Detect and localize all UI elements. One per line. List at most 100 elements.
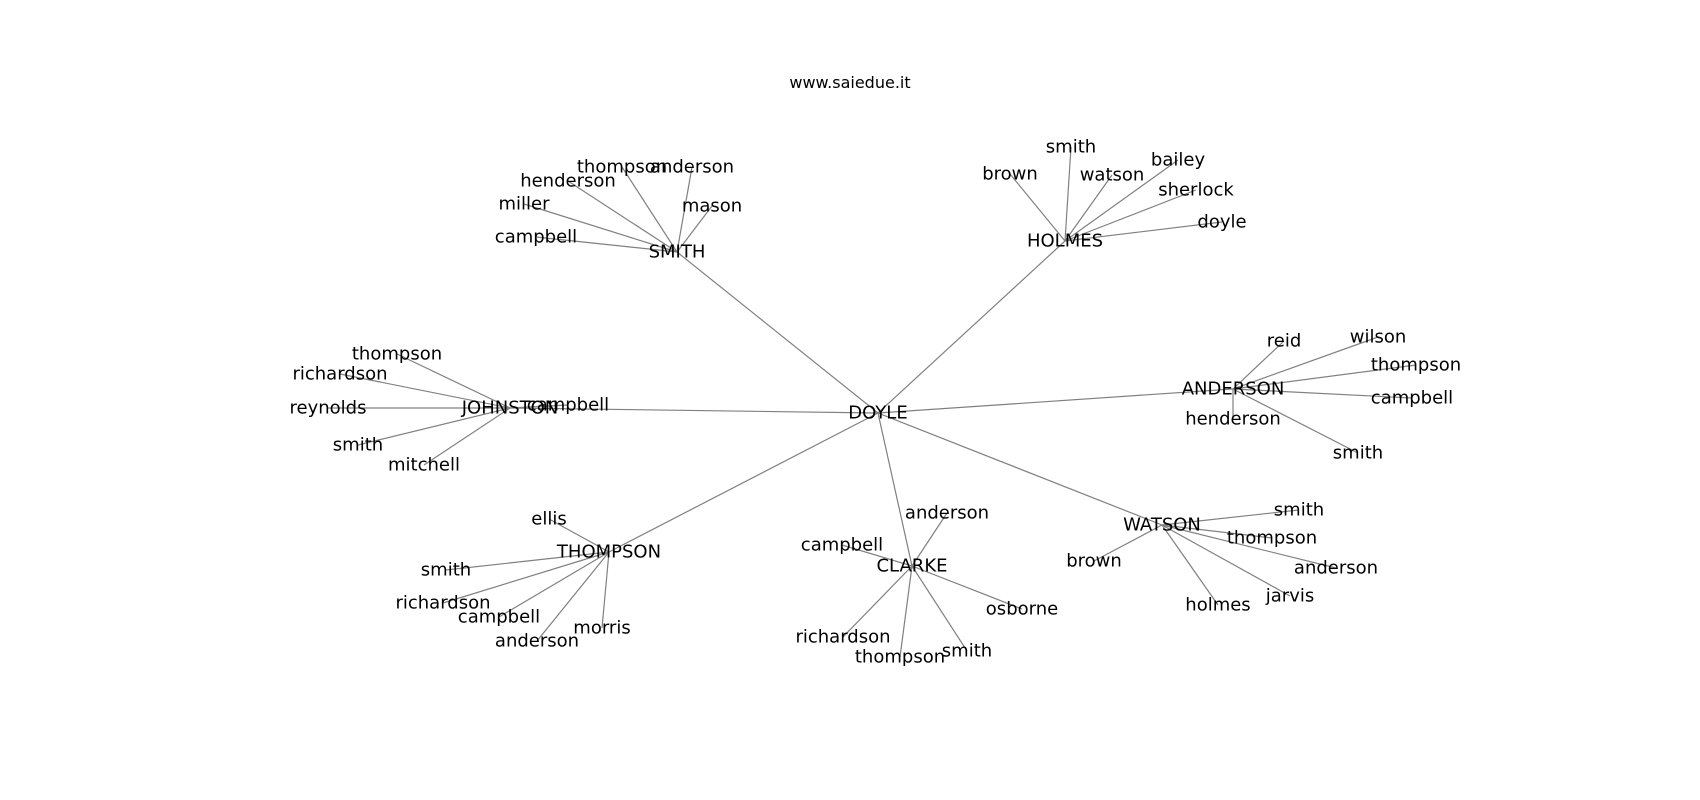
edge-layer xyxy=(328,146,1417,658)
leaf-node-anderson-reid: reid xyxy=(1267,331,1302,352)
leaf-node-holmes-bailey: bailey xyxy=(1151,150,1206,171)
hub-node-clarke: CLARKE xyxy=(876,556,947,577)
leaf-node-clarke-osborne: osborne xyxy=(986,599,1058,620)
edge-center-to-smith xyxy=(676,251,879,414)
edge-center-to-thompson xyxy=(608,412,879,553)
edge-johnston-to-richardson xyxy=(339,373,511,409)
leaf-node-smith-mason: mason xyxy=(682,196,742,217)
leaf-node-anderson-wilson: wilson xyxy=(1350,327,1407,348)
edge-thompson-to-ellis xyxy=(548,518,610,553)
edge-watson-to-smith xyxy=(1161,509,1300,526)
leaf-node-holmes-watson: watson xyxy=(1080,165,1145,186)
leaf-node-johnston-thompson: thompson xyxy=(352,344,442,365)
edge-clarke-to-richardson xyxy=(842,565,913,638)
diagram-title: www.saiedue.it xyxy=(789,73,911,92)
leaf-node-smith-thompson: thompson xyxy=(577,157,667,178)
edge-clarke-to-anderson xyxy=(911,512,948,567)
leaf-node-watson-thompson: thompson xyxy=(1227,528,1317,549)
edge-smith-to-mason xyxy=(676,205,713,253)
leaf-node-watson-holmes: holmes xyxy=(1185,595,1250,616)
edge-holmes-to-brown xyxy=(1009,173,1066,242)
leaf-node-smith-campbell: campbell xyxy=(495,227,577,248)
edge-anderson-to-smith xyxy=(1232,388,1359,454)
leaf-node-thompson-smith: smith xyxy=(421,560,471,581)
edge-thompson-to-campbell xyxy=(498,551,610,618)
leaf-node-clarke-anderson: anderson xyxy=(905,503,989,524)
edge-watson-to-jarvis xyxy=(1161,524,1291,597)
edge-anderson-to-wilson xyxy=(1232,336,1379,390)
edge-clarke-to-osborne xyxy=(911,565,1023,610)
leaf-node-johnston-mitchell: mitchell xyxy=(388,455,460,476)
leaf-node-thompson-campbell: campbell xyxy=(458,607,540,628)
label-layer: DOYLESMITHhendersonthompsonandersonmason… xyxy=(290,137,1462,668)
edge-clarke-to-thompson xyxy=(899,565,913,658)
edge-holmes-to-bailey xyxy=(1064,159,1179,242)
leaf-node-anderson-campbell: campbell xyxy=(1371,388,1453,409)
edge-anderson-to-reid xyxy=(1232,340,1285,390)
leaf-node-anderson-smith: smith xyxy=(1333,443,1383,464)
edge-center-to-watson xyxy=(877,412,1163,526)
edge-anderson-to-campbell xyxy=(1232,388,1413,399)
leaf-node-holmes-doyle: doyle xyxy=(1197,212,1246,233)
hub-node-anderson: ANDERSON xyxy=(1182,379,1285,400)
edge-thompson-to-morris xyxy=(601,551,610,629)
edge-smith-to-anderson xyxy=(676,166,693,253)
leaf-node-smith-henderson: henderson xyxy=(520,171,616,192)
edge-anderson-to-thompson xyxy=(1232,364,1417,390)
leaf-node-johnston-reynolds: reynolds xyxy=(290,398,367,419)
leaf-node-johnston-richardson: richardson xyxy=(292,364,387,385)
edge-watson-to-anderson xyxy=(1161,524,1337,569)
leaf-node-watson-brown: brown xyxy=(1066,551,1122,572)
leaf-node-clarke-thompson: thompson xyxy=(855,647,945,668)
leaf-node-anderson-henderson: henderson xyxy=(1185,409,1281,430)
leaf-node-clarke-richardson: richardson xyxy=(795,627,890,648)
edge-holmes-to-sherlock xyxy=(1064,189,1197,242)
leaf-node-thompson-richardson: richardson xyxy=(395,593,490,614)
leaf-node-thompson-ellis: ellis xyxy=(531,509,566,530)
edge-johnston-to-smith xyxy=(357,407,511,446)
edge-smith-to-thompson xyxy=(621,166,678,253)
edge-holmes-to-smith xyxy=(1064,146,1072,242)
leaf-node-holmes-brown: brown xyxy=(982,164,1038,185)
edge-smith-to-miller xyxy=(523,203,678,253)
leaf-node-smith-anderson: anderson xyxy=(650,157,734,178)
edge-center-to-holmes xyxy=(877,240,1066,414)
edge-holmes-to-doyle xyxy=(1064,221,1223,242)
leaf-node-thompson-anderson: anderson xyxy=(495,631,579,652)
edge-thompson-to-anderson xyxy=(536,551,610,642)
leaf-node-clarke-smith: smith xyxy=(942,641,992,662)
leaf-node-watson-smith: smith xyxy=(1274,500,1324,521)
leaf-node-clarke-campbell: campbell xyxy=(801,535,883,556)
edge-clarke-to-campbell xyxy=(841,544,913,567)
leaf-node-watson-jarvis: jarvis xyxy=(1265,586,1314,607)
hub-node-thompson: THOMPSON xyxy=(556,542,661,563)
edge-watson-to-thompson xyxy=(1161,524,1273,539)
leaf-node-holmes-sherlock: sherlock xyxy=(1158,180,1234,201)
edge-thompson-to-smith xyxy=(445,551,610,571)
hub-node-holmes: HOLMES xyxy=(1027,231,1103,252)
hub-node-watson: WATSON xyxy=(1123,515,1201,536)
leaf-node-smith-miller: miller xyxy=(498,194,550,215)
leaf-node-anderson-thompson: thompson xyxy=(1371,355,1461,376)
edge-johnston-to-mitchell xyxy=(423,407,511,466)
hub-node-johnston: JOHNSTON xyxy=(461,398,559,419)
leaf-node-watson-anderson: anderson xyxy=(1294,558,1378,579)
edge-watson-to-brown xyxy=(1093,524,1163,562)
edge-johnston-to-thompson xyxy=(396,353,511,409)
edge-watson-to-holmes xyxy=(1161,524,1219,606)
edge-center-to-anderson xyxy=(877,388,1234,414)
edge-johnston-to-campbell xyxy=(509,404,569,409)
edge-smith-to-henderson xyxy=(567,180,678,253)
edge-smith-to-campbell xyxy=(535,236,678,253)
leaf-node-holmes-smith: smith xyxy=(1046,137,1096,158)
edge-thompson-to-richardson xyxy=(442,551,610,604)
edge-clarke-to-smith xyxy=(911,565,968,652)
hub-node-smith: SMITH xyxy=(649,242,706,263)
edge-holmes-to-watson xyxy=(1064,174,1113,242)
edge-center-to-clarke xyxy=(877,412,913,567)
leaf-node-thompson-morris: morris xyxy=(573,618,630,639)
leaf-node-johnston-smith: smith xyxy=(333,435,383,456)
leaf-node-johnston-campbell: campbell xyxy=(527,395,609,416)
center-node-doyle: DOYLE xyxy=(848,403,907,424)
